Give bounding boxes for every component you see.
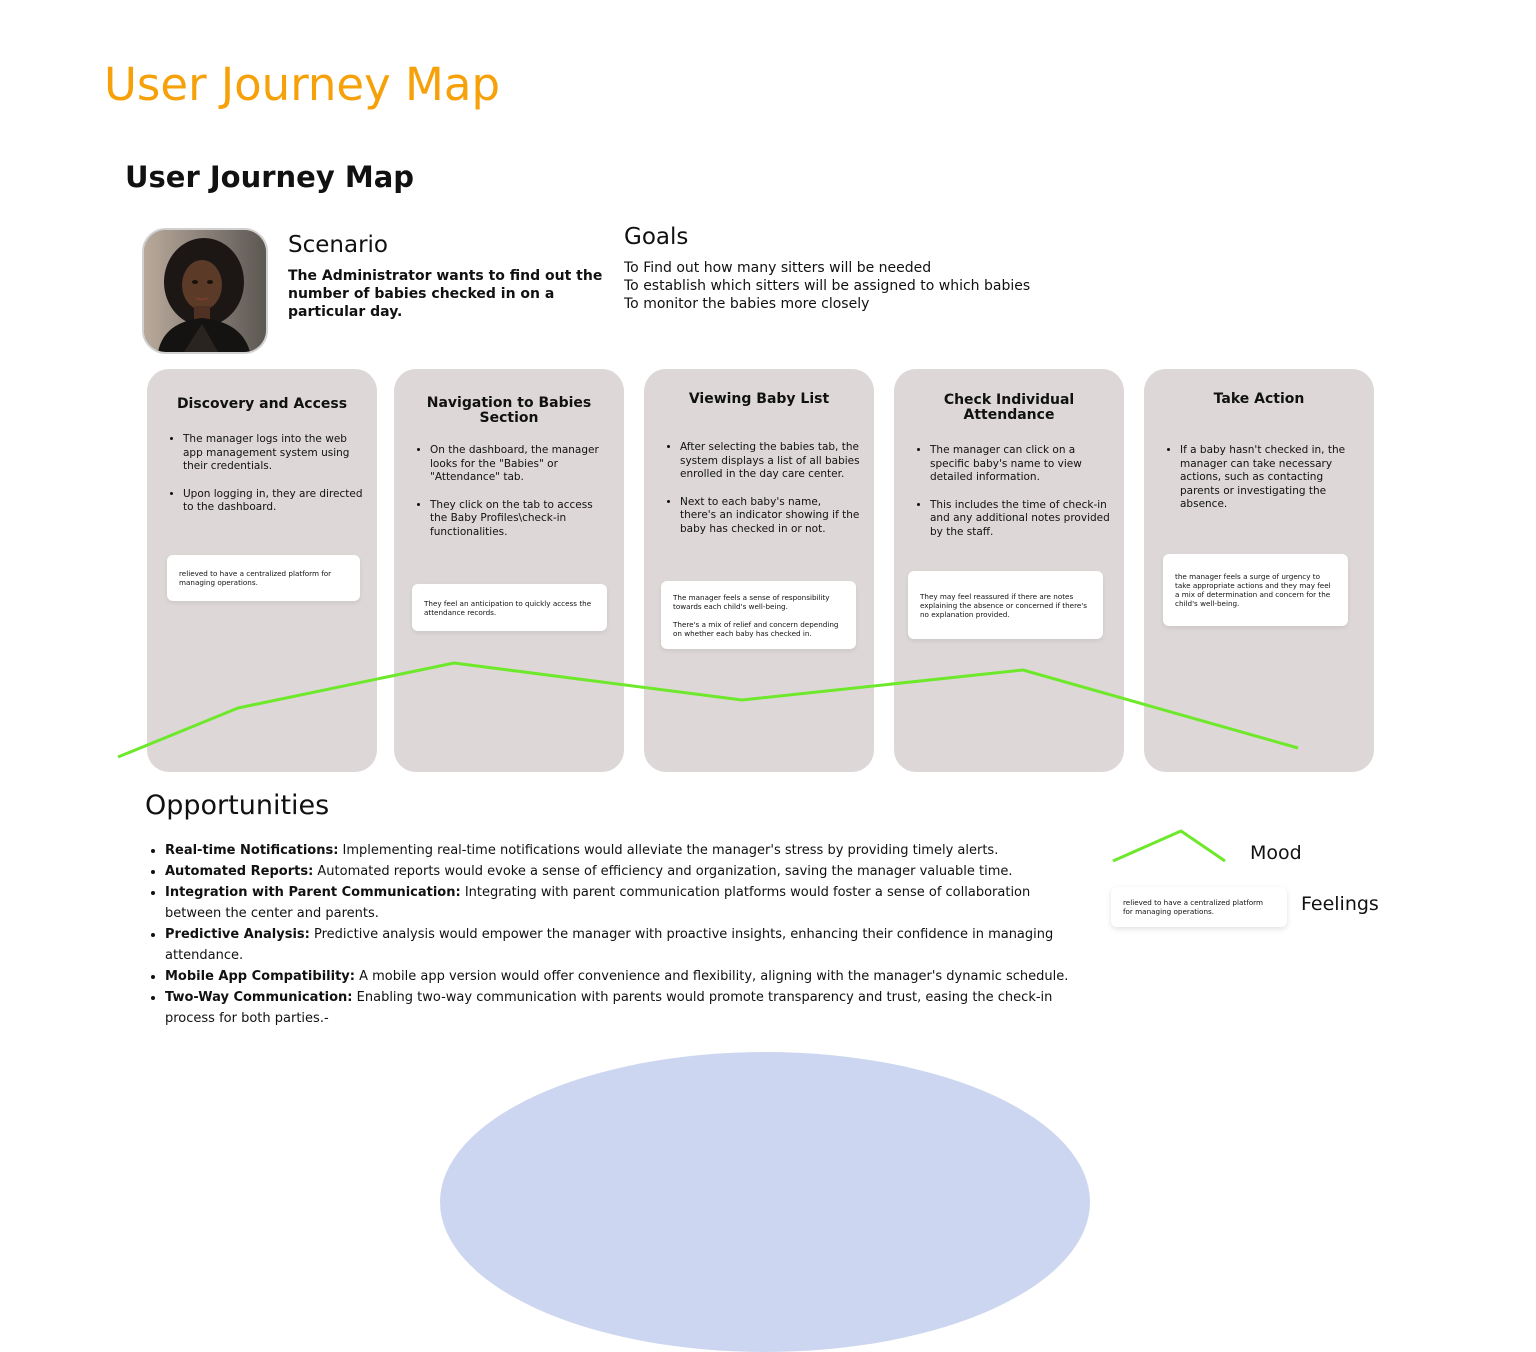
stage-card-navigation: Navigation to Babies Section On the dash…: [394, 369, 624, 772]
opportunity-label: Real-time Notifications:: [165, 843, 339, 858]
stage-steps: After selecting the babies tab, the syst…: [668, 441, 860, 550]
stage-title: Take Action: [1213, 391, 1305, 407]
opportunity-text: Integrating with parent communication pl…: [165, 885, 1031, 921]
opportunity-item: Real-time Notifications: Implementing re…: [165, 840, 1085, 861]
opportunity-item: Mobile App Compatibility: A mobile app v…: [165, 966, 1085, 987]
feelings-card: The manager feels a sense of responsibil…: [661, 581, 856, 649]
legend-mood-label: Mood: [1250, 842, 1302, 864]
scenario-heading: Scenario: [288, 232, 388, 258]
legend-feelings-card: relieved to have a centralized platform …: [1111, 887, 1287, 927]
stage-title: Navigation to Babies Section: [426, 395, 592, 426]
opportunity-text: A mobile app version would offer conveni…: [354, 969, 1069, 984]
stage-steps: On the dashboard, the manager looks for …: [418, 444, 610, 553]
stage-step: Next to each baby's name, there's an ind…: [680, 496, 860, 537]
feelings-card: relieved to have a centralized platform …: [167, 555, 360, 601]
mood-line: [117, 661, 1299, 863]
opportunity-item: Automated Reports: Automated reports wou…: [165, 861, 1085, 882]
stage-step: The manager logs into the web app manage…: [183, 433, 363, 474]
legend-mood-line-icon: [1112, 829, 1226, 863]
goal-item: To Find out how many sitters will be nee…: [624, 260, 932, 276]
persona-avatar-icon: [142, 228, 268, 354]
stage-title: Check Individual Attendance: [943, 392, 1075, 423]
legend-feelings-label: Feelings: [1301, 893, 1379, 915]
opportunity-label: Mobile App Compatibility:: [165, 969, 355, 984]
goal-item: To establish which sitters will be assig…: [624, 278, 1031, 294]
legend-feelings-text: relieved to have a centralized platform …: [1123, 898, 1263, 916]
page-subtitle: User Journey Map: [125, 160, 415, 194]
feeling-text: They feel an anticipation to quickly acc…: [424, 598, 592, 617]
stage-steps: If a baby hasn't checked in, the manager…: [1168, 444, 1360, 526]
opportunity-text: Predictive analysis would empower the ma…: [165, 927, 1054, 963]
opportunity-text: Enabling two-way communication with pare…: [165, 990, 1053, 1026]
feelings-card: They may feel reassured if there are not…: [908, 571, 1103, 639]
opportunity-label: Two-Way Communication:: [165, 990, 353, 1005]
opportunity-item: Predictive Analysis: Predictive analysis…: [165, 924, 1085, 966]
opportunity-text: Implementing real-time notifications wou…: [338, 843, 999, 858]
opportunities-list: Real-time Notifications: Implementing re…: [147, 840, 1085, 1029]
feeling-text: the manager feels a surge of urgency to …: [1175, 572, 1331, 608]
stage-title: Viewing Baby List: [688, 391, 830, 407]
opportunity-label: Integration with Parent Communication:: [165, 885, 461, 900]
stage-card-take-action: Take Action If a baby hasn't checked in,…: [1144, 369, 1374, 772]
stage-step: They click on the tab to access the Baby…: [430, 499, 610, 540]
stage-title: Discovery and Access: [176, 396, 348, 412]
goal-item: To monitor the babies more closely: [624, 296, 870, 312]
goals-heading: Goals: [624, 224, 689, 250]
stage-card-viewing: Viewing Baby List After selecting the ba…: [644, 369, 874, 772]
scenario-text: The Administrator wants to find out the …: [288, 268, 603, 320]
stage-step: After selecting the babies tab, the syst…: [680, 441, 860, 482]
feeling-text: There's a mix of relief and concern depe…: [673, 619, 839, 638]
stage-steps: The manager can click on a specific baby…: [918, 444, 1110, 553]
opportunity-label: Automated Reports:: [165, 864, 314, 879]
feelings-card: the manager feels a surge of urgency to …: [1163, 554, 1348, 626]
feeling-text: The manager feels a sense of responsibil…: [673, 592, 830, 611]
stage-card-discovery: Discovery and Access The manager logs in…: [147, 369, 377, 772]
main-title: User Journey Map: [104, 58, 501, 111]
opportunity-item: Integration with Parent Communication: I…: [165, 882, 1085, 924]
opportunity-label: Predictive Analysis:: [165, 927, 310, 942]
feeling-text: They may feel reassured if there are not…: [920, 591, 1088, 619]
opportunity-item: Two-Way Communication: Enabling two-way …: [165, 987, 1085, 1029]
opportunities-heading: Opportunities: [145, 790, 330, 821]
stage-step: On the dashboard, the manager looks for …: [430, 444, 610, 485]
stage-step: The manager can click on a specific baby…: [930, 444, 1110, 485]
mood-line-path: [117, 661, 1299, 759]
feeling-text: relieved to have a centralized platform …: [179, 569, 332, 587]
stage-step: Upon logging in, they are directed to th…: [183, 488, 363, 515]
stage-step: If a baby hasn't checked in, the manager…: [1180, 444, 1360, 512]
feelings-card: They feel an anticipation to quickly acc…: [412, 584, 607, 631]
decorative-arc: [440, 1052, 1090, 1352]
opportunity-text: Automated reports would evoke a sense of…: [313, 864, 1013, 879]
goals-list: To Find out how many sitters will be nee…: [624, 259, 1030, 313]
stage-steps: The manager logs into the web app manage…: [171, 433, 363, 529]
stage-card-attendance: Check Individual Attendance The manager …: [894, 369, 1124, 772]
stage-step: This includes the time of check-in and a…: [930, 499, 1110, 540]
